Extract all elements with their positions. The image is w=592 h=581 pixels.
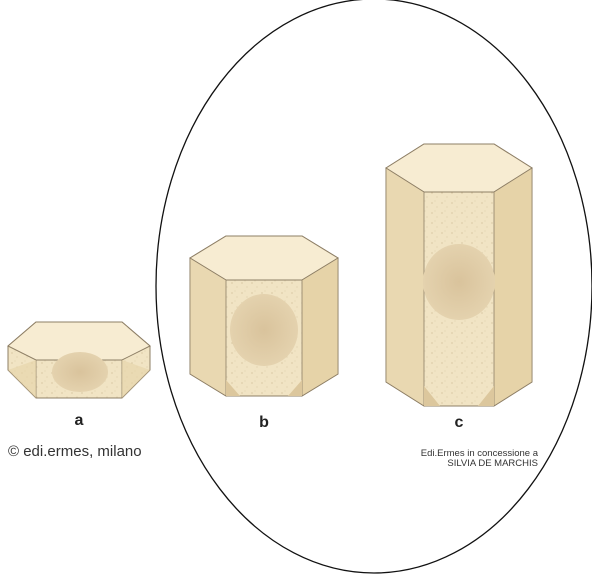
credit-text: Edi.Ermes in concessione a SILVIA DE MAR… [390,449,538,469]
crystal-a [8,322,150,398]
credit-line-2: SILVIA DE MARCHIS [390,459,538,469]
copyright-text: © edi.ermes, milano [8,443,142,460]
label-c: c [444,414,474,432]
crystal-c [386,144,532,406]
crystal-b [190,236,338,396]
label-b: b [249,414,279,432]
crystal-a-inclusion [52,352,108,392]
crystal-b-inclusion [230,294,298,366]
label-a: a [64,412,94,430]
crystal-c-inclusion [423,244,495,320]
